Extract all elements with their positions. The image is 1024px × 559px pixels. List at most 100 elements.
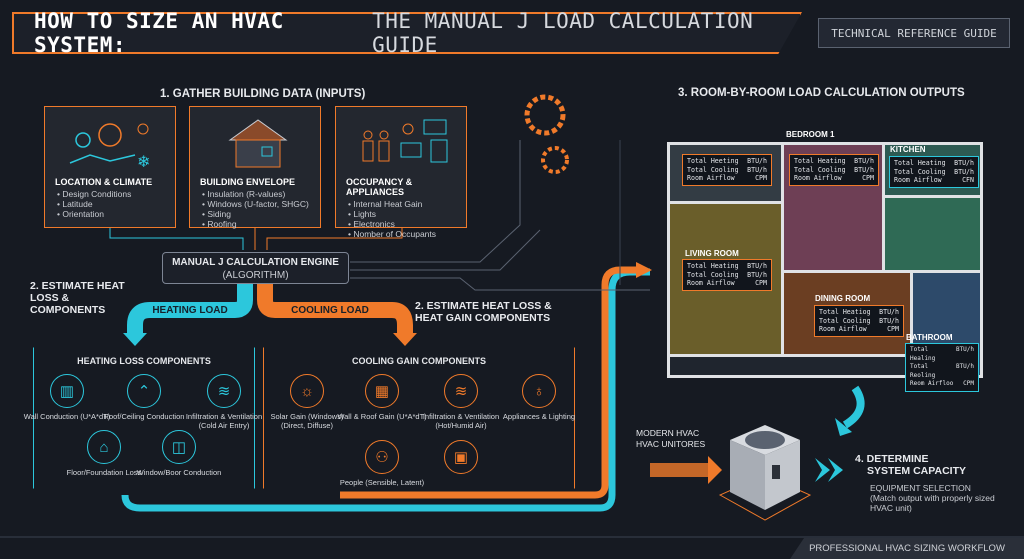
room-kitchen-area (885, 198, 980, 270)
load-label: Room Airflow (894, 176, 942, 184)
room-label: KITCHEN (890, 145, 926, 154)
load-label: Total Heeting (687, 157, 739, 165)
load-unit: BTU/h (747, 262, 767, 270)
air-flow-icon: ≋ (207, 374, 241, 408)
input-box-location-climate: ❄ LOCATION & CLIMATE • Design Conditions… (44, 106, 176, 228)
list-item: • Siding (202, 209, 231, 219)
component-label: Solar Gain (Windows) (Direct, Diffuse) (270, 412, 344, 430)
room-label: DINING ROOM (815, 294, 871, 303)
window-door-icon: ◫ (162, 430, 196, 464)
load-row: Room Airflow CPM (687, 174, 767, 183)
load-label: Room Airflow (819, 325, 867, 333)
step4-title-line1: 4. DETERMINE (855, 453, 929, 465)
component-label: Window/Boor Conduction (136, 468, 222, 477)
list-item: • Design Conditions (57, 189, 132, 199)
cooling-components-panel: COOLING GAIN COMPONENTS ☼Solar Gain (Win… (263, 347, 575, 489)
box-title: BUILDING ENVELOPE (200, 177, 296, 187)
list-item: • Lights (348, 209, 377, 219)
step2-left-title: 2. ESTIMATE HEAT LOSS & COMPONENTS (30, 280, 125, 316)
input-box-building-envelope: BUILDING ENVELOPE • Insulation (R-values… (189, 106, 321, 229)
load-unit: BTU/h (747, 270, 767, 279)
load-label: Room Airflow (687, 174, 735, 182)
component-label: Appliances & Lighting (502, 412, 576, 421)
engine-title: MANUAL J CALCULATION ENGINE (172, 257, 339, 268)
input-box-occupancy-appliances: OCCUPANCY & APPLIANCES • Internal Heat G… (335, 106, 467, 239)
load-unit: BTU/h (879, 316, 899, 325)
load-unit: BTU/h (955, 363, 974, 370)
load-label: Total Heating (794, 157, 846, 165)
component-label: Infiltration & Ventilation (Cold Air Ent… (185, 412, 263, 430)
load-unit: BTU/h (879, 308, 899, 316)
load-unit: BTU/h (747, 157, 767, 165)
equipment-selection: EQUIPMENT SELECTION(Match output with pr… (870, 483, 1000, 513)
load-row: Total Cooling BTU/h (894, 168, 974, 177)
room-label: LIVING ROOM (685, 249, 739, 258)
load-label: Total Cooling (687, 270, 739, 279)
list-item: • Orientation (57, 209, 104, 219)
list-item: • Nomber of Occupants (348, 229, 437, 239)
load-label: Total Cooling (794, 165, 846, 174)
wall-roof-icon: ▦ (365, 374, 399, 408)
roof-icon: ⌃ (127, 374, 161, 408)
load-label: Total Heatiog (819, 308, 871, 316)
heating-components-title: HEATING LOSS COMPONENTS (77, 356, 211, 366)
people-icon: ⚇ (365, 440, 399, 474)
load-label: Room Airflow (687, 279, 735, 287)
load-row: Total Heeting BTU/h (687, 157, 767, 166)
title-rest: THE MANUAL J LOAD CALCULATION GUIDE (372, 9, 754, 57)
room-label: BEDROOM 1 (786, 130, 835, 139)
heating-load-label: HEATING LOAD (152, 304, 228, 316)
footer-banner: PROFESSIONAL HVAC SIZING WORKFLOW (790, 538, 1024, 559)
load-label: Total Heating (894, 159, 946, 167)
air-flow-icon: ≋ (444, 374, 478, 408)
solar-icon: ☼ (290, 374, 324, 408)
load-label: Room Airflow (794, 174, 842, 182)
component-label: Floor/Foundation Loss (66, 468, 142, 477)
load-unit: BTU/h (954, 167, 974, 176)
component-label: People (Sensible, Latent) (339, 478, 425, 487)
title-bold: HOW TO SIZE AN HVAC SYSTEM: (34, 9, 284, 57)
list-item: • Roofing (202, 219, 237, 229)
step1-title: 1. GATHER BUILDING DATA (INPUTS) (160, 88, 366, 100)
load-unit: BTU/h (854, 165, 874, 174)
load-unit: BTU/h (955, 346, 974, 353)
component-label: Infiltration & Ventilation (Hot/Humid Ai… (422, 412, 500, 430)
load-unit: CPM (887, 325, 899, 333)
load-label: Reom Airfloo (910, 380, 954, 387)
box-title: OCCUPANCY & APPLIANCES (346, 177, 413, 197)
step3-title: 3. ROOM-BY-ROOM LOAD CALCULATION OUTPUTS (678, 87, 965, 99)
hvac-unit-label: MODERN HVAC HVAC UNITORES (636, 428, 706, 449)
box-title: LOCATION & CLIMATE (55, 177, 153, 187)
load-label: Total Cooling (687, 165, 739, 174)
load-unit: CPM (755, 174, 767, 182)
load-row: Total Cooling BTU/h (687, 166, 767, 175)
appliance-icon: ▣ (444, 440, 478, 474)
load-unit: BTU/h (854, 157, 874, 165)
load-row: Total Heatiog BTU/h (819, 308, 899, 317)
load-row: Total Cooling BTU/h (687, 271, 767, 280)
engine-subtitle: (ALGORITHM) (222, 270, 289, 281)
load-unit: BTU/h (747, 165, 767, 174)
reference-badge: TECHNICAL REFERENCE GUIDE (818, 18, 1010, 48)
load-row: Total Heating BTU/h (687, 262, 767, 271)
load-unit: BTU/h (954, 159, 974, 167)
load-label: Total Healing (910, 346, 936, 362)
list-item: • Latitude (57, 199, 93, 209)
load-label: Total Heating (687, 262, 739, 270)
load-row: Total Heating BTU/h (794, 157, 874, 166)
step2-right-title: 2. ESTIMATE HEAT LOSS & HEAT GAIN COMPON… (415, 300, 552, 324)
load-label: Total Cooling (894, 167, 946, 176)
cooling-load-label: COOLING LOAD (291, 304, 369, 316)
load-unit: CPM (862, 174, 874, 182)
